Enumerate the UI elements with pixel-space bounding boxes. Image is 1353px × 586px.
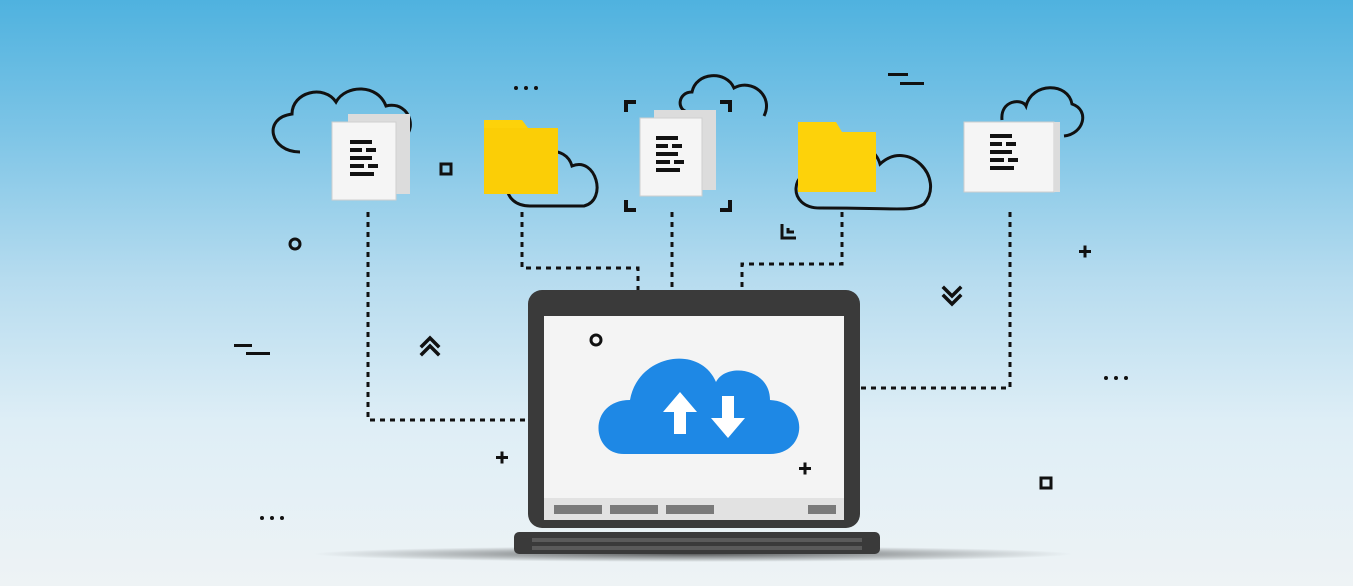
cloud-document-2 (624, 74, 768, 212)
download-arrow-icon (711, 396, 745, 438)
document-icon (963, 121, 1055, 193)
folder-icon (484, 120, 558, 194)
cloud-outline-icon (1000, 86, 1085, 138)
cloud-sync-badge (598, 358, 800, 454)
folder-icon (798, 122, 876, 192)
double-chevron-down-icon (941, 285, 963, 307)
double-chevron-up-icon (419, 335, 441, 357)
corner-bracket-icon (780, 224, 796, 240)
square-icon (1039, 476, 1053, 490)
taskbar-item (610, 505, 658, 514)
cloud-document-3 (963, 86, 1085, 193)
dash-lines-icon (888, 73, 924, 85)
square-icon (439, 162, 453, 176)
cloud-filled-icon (598, 358, 800, 454)
selection-brackets (624, 100, 732, 212)
cloud-outline-icon (678, 74, 768, 117)
document-icon (331, 121, 397, 201)
cloud-outline-icon (271, 87, 412, 154)
ellipsis-icon (1104, 376, 1128, 380)
folder-cloud-2 (794, 122, 932, 211)
taskbar-item (666, 505, 714, 514)
circle-icon (589, 333, 603, 347)
folder-cloud-1 (484, 120, 599, 208)
plus-icon (1079, 245, 1091, 258)
ellipsis-icon (260, 516, 284, 520)
plus-icon (799, 462, 811, 475)
upload-arrow-icon (663, 392, 697, 434)
taskbar-item (554, 505, 602, 514)
circle-icon (288, 237, 302, 251)
document-icon (639, 117, 703, 197)
keyboard-keys (532, 538, 862, 550)
ellipsis-icon (514, 86, 538, 90)
plus-icon (496, 451, 508, 464)
cloud-document-1 (271, 87, 412, 201)
taskbar-item (808, 505, 836, 514)
decorations (234, 73, 1128, 520)
dash-lines-icon (234, 344, 270, 355)
laptop-base (514, 532, 880, 554)
